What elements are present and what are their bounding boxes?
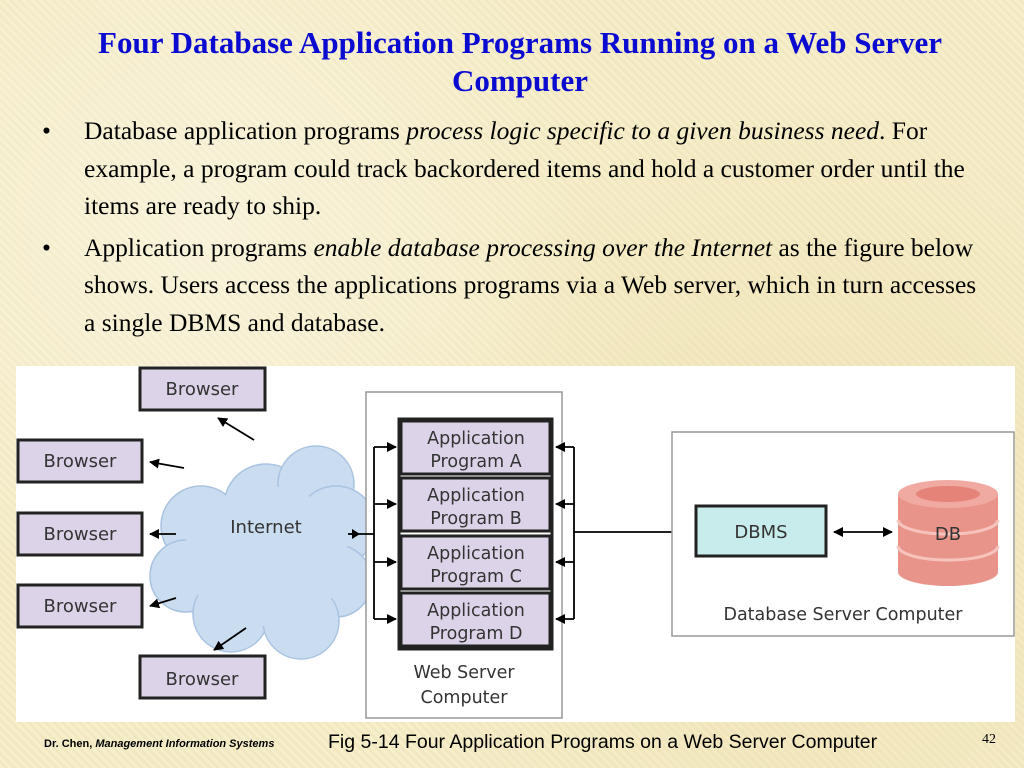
browser-box: Browser [138, 654, 267, 700]
db-label: DB [935, 524, 961, 545]
architecture-diagram: Browser Browser Browser Browser Browser [16, 366, 1015, 719]
bullet-text: Database application programs [84, 116, 407, 145]
program-label: Application [427, 544, 525, 564]
figure-caption: Fig 5-14 Four Application Programs on a … [328, 731, 878, 753]
program-label: Application [427, 601, 525, 621]
bullet-text: . For example, a program could track bac… [84, 116, 965, 220]
bullet-text: as the figure below shows. Users access … [84, 232, 977, 337]
bullet-icon: • [42, 116, 51, 145]
dbms-label: DBMS [734, 522, 787, 543]
browser-label: Browser [44, 596, 118, 617]
cloud-browser-arrows [149, 417, 255, 651]
bullet-emphasis: enable database processing over the Inte… [313, 232, 773, 262]
browser-label: Browser [166, 379, 240, 400]
bullet-item: • Database application programs process … [42, 112, 977, 225]
bullet-item: • Application programs enable database p… [42, 229, 977, 342]
program-label: Application [427, 429, 525, 449]
footer-author: Dr. Chen, Management Information Systems [44, 738, 274, 750]
database-server-computer: DBMS DB Database Server Computer [671, 431, 1015, 637]
browser-box: Browser [138, 366, 267, 412]
web-server-label: Computer [421, 688, 509, 708]
application-program-box: Application Program C [399, 534, 552, 591]
application-program-box: Application Program D [399, 591, 552, 648]
browser-label: Browser [166, 669, 240, 690]
browser-label: Browser [44, 451, 118, 472]
bullet-list: • Database application programs process … [42, 112, 977, 345]
page-number: 42 [982, 732, 996, 747]
author-name: Dr. Chen, [44, 738, 96, 750]
internet-program-arrows [348, 442, 397, 624]
program-label: Program D [430, 624, 523, 644]
bullet-emphasis: process logic specific to a given busine… [406, 116, 880, 145]
slide-title: Four Database Application Programs Runni… [98, 25, 942, 98]
course-name: Management Information Systems [95, 738, 275, 750]
application-program-box: Application Program B [399, 476, 552, 533]
bullet-icon: • [42, 232, 51, 262]
dbms-box: DBMS [694, 504, 828, 558]
program-label: Program B [430, 509, 521, 529]
web-server-computer: Application Program A Application Progra… [365, 391, 563, 719]
browser-box: Browser [16, 583, 144, 629]
application-program-box: Application Program A [399, 419, 552, 476]
internet-label: Internet [230, 517, 301, 538]
program-label: Application [427, 486, 525, 506]
web-server-label: Web Server [413, 663, 515, 683]
bullet-text: Application programs [84, 232, 314, 262]
program-label: Program C [430, 567, 522, 587]
browser-label: Browser [44, 524, 118, 545]
db-server-label: Database Server Computer [723, 605, 963, 625]
database-cylinder-icon: DB [896, 480, 1000, 586]
browser-box: Browser [16, 438, 144, 484]
architecture-figure: Browser Browser Browser Browser Browser [16, 366, 1015, 722]
program-label: Program A [430, 452, 521, 472]
internet-cloud: Internet [149, 445, 377, 660]
browser-box: Browser [16, 511, 144, 557]
